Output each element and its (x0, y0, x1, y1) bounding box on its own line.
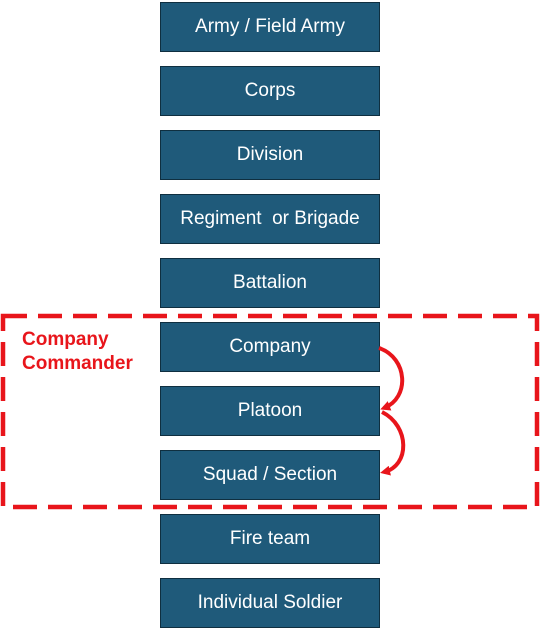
level-fire-team: Fire team (160, 514, 380, 564)
arrow-company-to-platoon (378, 346, 405, 411)
level-army-field-army: Army / Field Army (160, 2, 380, 52)
level-individual-soldier: Individual Soldier (160, 578, 380, 628)
arrow-platoon-to-squad (380, 410, 406, 476)
level-company: Company (160, 322, 380, 372)
level-division: Division (160, 130, 380, 180)
level-battalion: Battalion (160, 258, 380, 308)
company-commander-label-line2: Commander (22, 353, 133, 374)
level-platoon: Platoon (160, 386, 380, 436)
level-regiment-or-brigade: Regiment or Brigade (160, 194, 380, 244)
company-commander-label-line1: Company (22, 329, 109, 350)
level-squad-section: Squad / Section (160, 450, 380, 500)
company-commander-label: Company Commander (22, 328, 133, 376)
level-corps: Corps (160, 66, 380, 116)
